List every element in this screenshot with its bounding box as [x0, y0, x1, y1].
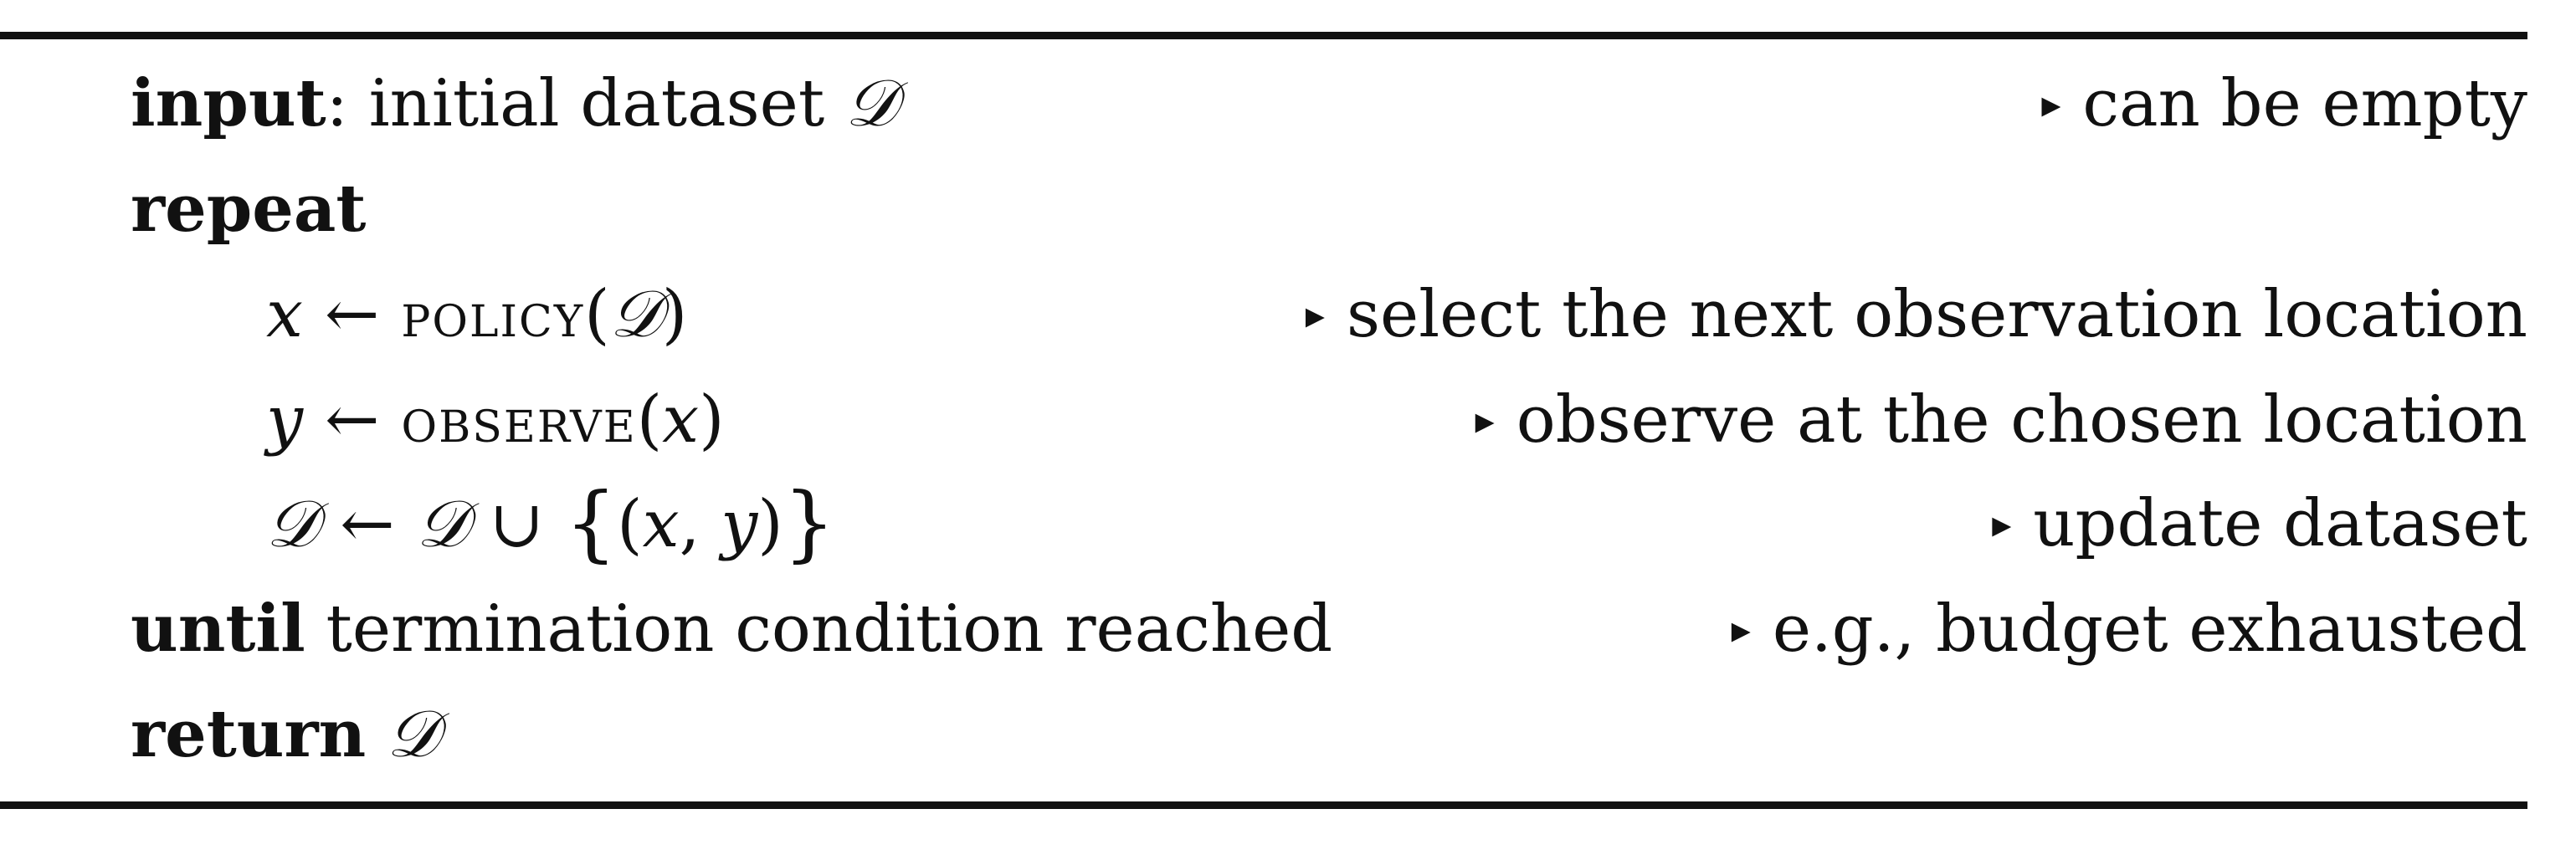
input-text: initial dataset [368, 66, 825, 141]
algorithm-line-input: input: initial dataset 𝒟 ▸ can be empty [0, 52, 2527, 156]
pair-comma: , [679, 487, 721, 562]
comment-triangle-icon: ▸ [1475, 397, 1495, 443]
update-set: 𝒟 [416, 487, 469, 562]
policy-statement: x ← policy(𝒟) [266, 263, 687, 366]
observe-comment: ▸ observe at the chosen location [1475, 368, 2527, 472]
assign-arrow: ← [325, 382, 380, 458]
pair-x: x [642, 487, 680, 562]
observe-lhs: y [266, 382, 304, 458]
return-statement: return 𝒟 [131, 683, 439, 786]
algorithm-line-until: until termination condition reached ▸ e.g… [0, 577, 2527, 681]
policy-comment: ▸ select the next observation location [1306, 263, 2527, 366]
input-colon: : [326, 66, 348, 141]
update-comment-text: update dataset [2033, 486, 2527, 561]
policy-function: policy [401, 279, 585, 351]
until-keyword: until [131, 591, 305, 667]
comment-triangle-icon: ▸ [1305, 292, 1326, 337]
algorithm-line-repeat: repeat [0, 157, 2527, 261]
algorithm-line-policy: x ← policy(𝒟) ▸ select the next observation… [0, 263, 2527, 366]
comment-triangle-icon: ▸ [2041, 81, 2061, 126]
observe-close-paren: ) [699, 382, 725, 458]
return-keyword: return [131, 696, 367, 772]
assign-arrow: ← [325, 277, 380, 352]
policy-lhs: x [266, 277, 303, 352]
update-lhs: 𝒟 [266, 487, 319, 562]
until-comment: ▸ e.g., budget exhausted [1732, 577, 2527, 681]
observe-comment-text: observe at the chosen location [1516, 382, 2527, 458]
dataset-symbol: 𝒟 [844, 66, 898, 141]
repeat-keyword: repeat [131, 171, 367, 247]
input-comment: ▸ can be empty [2041, 52, 2527, 156]
bottom-rule [0, 801, 2527, 809]
assign-arrow: ← [340, 487, 395, 562]
algorithm-line-observe: y ← observe(x) ▸ observe at the chosen loca… [0, 368, 2527, 472]
policy-open-paren: ( [584, 277, 610, 352]
observe-function: observe [401, 385, 637, 457]
comment-triangle-icon: ▸ [1992, 501, 2012, 546]
policy-comment-text: select the next observation location [1347, 277, 2527, 352]
update-comment: ▸ update dataset [1992, 472, 2527, 576]
observe-argument: x [662, 382, 700, 458]
pair-close-paren: ) [757, 487, 783, 562]
policy-close-paren: ) [661, 277, 688, 352]
until-comment-text: e.g., budget exhausted [1772, 591, 2527, 667]
union-symbol: ∪ [489, 487, 545, 562]
update-statement: 𝒟 ← 𝒟 ∪ {(x, y)} [266, 472, 835, 576]
algorithm-line-update: 𝒟 ← 𝒟 ∪ {(x, y)} ▸ update dataset [0, 472, 2527, 576]
dataset-symbol: 𝒟 [387, 697, 439, 772]
comment-triangle-icon: ▸ [1731, 607, 1751, 652]
input-comment-text: can be empty [2082, 66, 2527, 141]
until-text: termination condition reached [326, 591, 1333, 667]
brace-open: { [564, 476, 618, 571]
input-statement: input: initial dataset 𝒟 [131, 52, 897, 156]
pair-y: y [721, 487, 758, 562]
algorithm-line-return: return 𝒟 [0, 683, 2527, 786]
repeat-statement: repeat [131, 157, 366, 261]
pair-open-paren: ( [617, 487, 643, 562]
input-keyword: input [131, 65, 326, 141]
policy-argument: 𝒟 [609, 277, 662, 352]
brace-close: } [783, 476, 836, 571]
top-rule [0, 32, 2527, 39]
observe-statement: y ← observe(x) [266, 368, 725, 472]
until-statement: until termination condition reached [131, 577, 1332, 681]
observe-open-paren: ( [636, 382, 663, 458]
